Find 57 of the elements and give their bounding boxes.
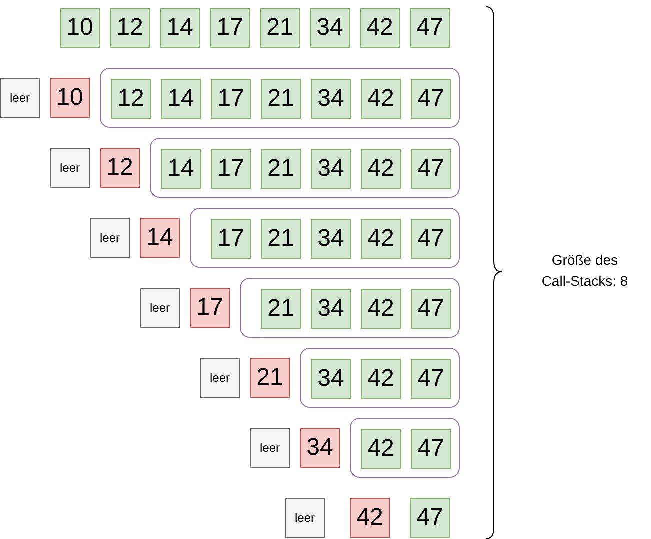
- number-box: 34: [311, 289, 351, 329]
- number-box: 21: [261, 149, 301, 189]
- number-box: 14: [140, 218, 180, 258]
- number-box: 42: [361, 219, 401, 259]
- number-box: 47: [411, 359, 451, 399]
- number-box: 17: [210, 8, 250, 48]
- number-box: 34: [310, 8, 350, 48]
- number-box: 34: [311, 149, 351, 189]
- number-box: 47: [411, 219, 451, 259]
- empty-box: leer: [285, 498, 325, 538]
- empty-box: leer: [200, 358, 240, 398]
- number-box: 14: [160, 8, 200, 48]
- number-box: 42: [361, 289, 401, 329]
- number-box: 21: [250, 358, 290, 398]
- number-box: 47: [411, 149, 451, 189]
- empty-box: leer: [90, 218, 130, 258]
- number-box: 42: [360, 8, 400, 48]
- number-box: 17: [211, 79, 251, 119]
- number-box: 17: [211, 149, 251, 189]
- number-box: 12: [111, 79, 151, 119]
- number-box: 12: [100, 148, 140, 188]
- number-box: 34: [311, 219, 351, 259]
- size-label: Größe des Call-Stacks: 8: [540, 251, 630, 291]
- group-frame: [100, 68, 460, 128]
- number-box: 47: [411, 289, 451, 329]
- number-box: 10: [50, 78, 90, 118]
- group-frame: [240, 278, 460, 338]
- number-box: 21: [260, 8, 300, 48]
- number-box: 34: [311, 359, 351, 399]
- number-box: 17: [211, 219, 251, 259]
- number-box: 14: [161, 79, 201, 119]
- number-box: 21: [261, 79, 301, 119]
- empty-box: leer: [0, 78, 40, 118]
- number-box: 42: [361, 429, 401, 469]
- number-box: 17: [190, 288, 230, 328]
- empty-box: leer: [50, 148, 90, 188]
- number-box: 21: [261, 289, 301, 329]
- group-frame: [190, 208, 460, 268]
- number-box: 42: [361, 79, 401, 119]
- group-frame: [150, 138, 460, 198]
- empty-box: leer: [140, 288, 180, 328]
- number-box: 34: [311, 79, 351, 119]
- number-box: 42: [361, 149, 401, 189]
- number-box: 42: [350, 498, 390, 538]
- number-box: 42: [361, 359, 401, 399]
- number-box: 12: [110, 8, 150, 48]
- number-box: 47: [410, 8, 450, 48]
- group-frame: [300, 348, 460, 408]
- group-frame: [350, 418, 460, 478]
- number-box: 14: [161, 149, 201, 189]
- number-box: 47: [411, 429, 451, 469]
- number-box: 47: [410, 498, 450, 538]
- empty-box: leer: [250, 428, 290, 468]
- number-box: 10: [60, 8, 100, 48]
- number-box: 47: [411, 79, 451, 119]
- number-box: 34: [300, 428, 340, 468]
- number-box: 21: [261, 219, 301, 259]
